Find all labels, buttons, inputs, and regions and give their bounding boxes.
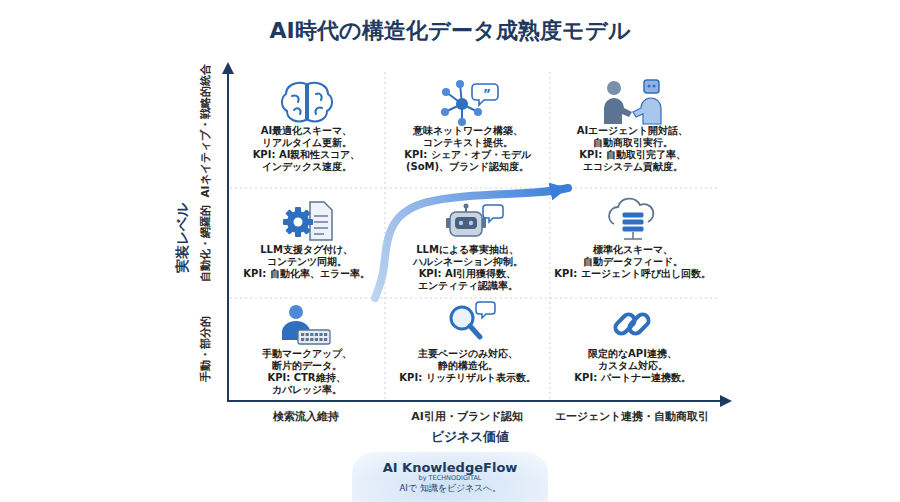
- cell-kpi: KPI: AI引用獲得数、 エンティティ認識率。: [398, 268, 538, 292]
- maturity-cell: 意味ネットワーク構築、 コンテキスト提供。KPI: シェア・オブ・モデル (So…: [385, 75, 550, 188]
- cell-description: AIエージェント開対話、 自動商取引実行。: [552, 125, 714, 149]
- cell-kpi: KPI: エージェント呼び出し回数。: [554, 268, 710, 280]
- axis-category: 検索流入維持: [273, 409, 339, 424]
- maturity-cell: 主要ページのみ対応、 静的構造化。KPI: リッチリザルト表示数。: [385, 298, 550, 400]
- axis-level: 手動・部分的: [199, 316, 213, 382]
- cell-kpi: KPI: CTR維持、カバレッジ率。: [237, 372, 377, 396]
- magnifier-icon: [451, 302, 495, 337]
- key: [306, 338, 309, 341]
- database-cloud-icon: [609, 199, 653, 239]
- chain-link-icon: [613, 312, 651, 336]
- axis-category: AI引用・ブランド認知: [411, 409, 523, 424]
- key: [324, 338, 327, 341]
- key: [315, 338, 318, 341]
- cell-kpi: KPI: リッチリザルト表示数。: [399, 372, 535, 384]
- cell-kpi: KPI: 自動化率、エラー率。: [243, 268, 369, 280]
- key: [319, 333, 322, 336]
- maturity-cell: AIエージェント開対話、 自動商取引実行。KPI: 自動取引完了率、 エコシステ…: [550, 75, 715, 188]
- key: [310, 333, 313, 336]
- cell-description: 意味ネットワーク構築、 コンテキスト提供。: [398, 125, 538, 149]
- gear-document-icon: [283, 202, 332, 240]
- cell-description: LLMによる事実抽出、 ハルシネーション抑制。: [398, 244, 538, 268]
- title: AI時代の構造化データ成熟度モデル: [0, 16, 900, 46]
- maturity-cell: 手動マークアップ、 断片的データ。KPI: CTR維持、カバレッジ率。: [228, 298, 385, 400]
- brain-icon: [282, 83, 332, 122]
- cell-kpi: KPI: パートナー連携数。: [574, 372, 690, 384]
- brand-tagline: AIで 知識をビジネスへ。: [399, 483, 500, 494]
- axis-category: エージェント連携・自動商取引: [555, 409, 709, 424]
- key: [306, 333, 309, 336]
- key: [310, 338, 313, 341]
- person-keyboard-icon: [282, 305, 330, 344]
- cell-kpi: KPI: シェア・オブ・モデル (SoM)、ブランド認知度。: [398, 149, 538, 173]
- key: [315, 333, 318, 336]
- cell-kpi: KPI: AI親和性スコア、 インデックス速度。: [237, 149, 377, 173]
- brand-badge: AI KnowledgeFlowby TECHNODIGITALAIで 知識をビ…: [352, 452, 548, 502]
- maturity-cell: 限定的なAPI連携、 カスタム対応。KPI: パートナー連携数。: [550, 298, 715, 400]
- key: [319, 338, 322, 341]
- maturity-cell: LLM支援タグ付け、 コンテンツ同期。KPI: 自動化率、エラー率。: [228, 188, 385, 298]
- maturity-cell: AI最適化スキーマ、 リアルタイム更新。KPI: AI親和性スコア、 インデック…: [228, 75, 385, 188]
- axis-level: 自動化・網羅的: [199, 205, 213, 282]
- network-icon: ”: [441, 80, 498, 126]
- axis-level: AIネイティブ・戦略的統合: [199, 64, 213, 197]
- cell-description: LLM支援タグ付け、 コンテンツ同期。: [237, 244, 377, 268]
- maturity-cell: 標準化スキーマ、 自動データフィード。KPI: エージェント呼び出し回数。: [550, 188, 715, 298]
- grid-lines: [230, 72, 718, 400]
- cell-description: AI最適化スキーマ、 リアルタイム更新。: [237, 125, 377, 149]
- brand-byline: by TECHNODIGITAL: [419, 475, 482, 483]
- brand-name: AI KnowledgeFlow: [383, 461, 518, 475]
- axis-title: ビジネス価値: [431, 428, 509, 446]
- axis-title: 実装レベル: [174, 203, 192, 273]
- key: [324, 333, 327, 336]
- key: [301, 338, 304, 341]
- maturity-cell: LLMによる事実抽出、 ハルシネーション抑制。KPI: AI引用獲得数、 エンテ…: [385, 188, 550, 298]
- cell-description: 主要ページのみ対応、 静的構造化。: [398, 348, 538, 372]
- growth-arrow: [375, 188, 568, 298]
- axes: [222, 62, 732, 407]
- cell-description: 限定的なAPI連携、 カスタム対応。: [552, 348, 714, 372]
- cell-description: 標準化スキーマ、 自動データフィード。: [552, 244, 714, 268]
- svg-text:”: ”: [483, 87, 491, 101]
- cell-description: 手動マークアップ、 断片的データ。: [237, 348, 377, 372]
- cell-kpi: KPI: 自動取引完了率、 エコシステム貢献度。: [552, 149, 714, 173]
- key: [301, 333, 304, 336]
- handshake-icon: [604, 80, 661, 124]
- robot-icon: [446, 204, 503, 237]
